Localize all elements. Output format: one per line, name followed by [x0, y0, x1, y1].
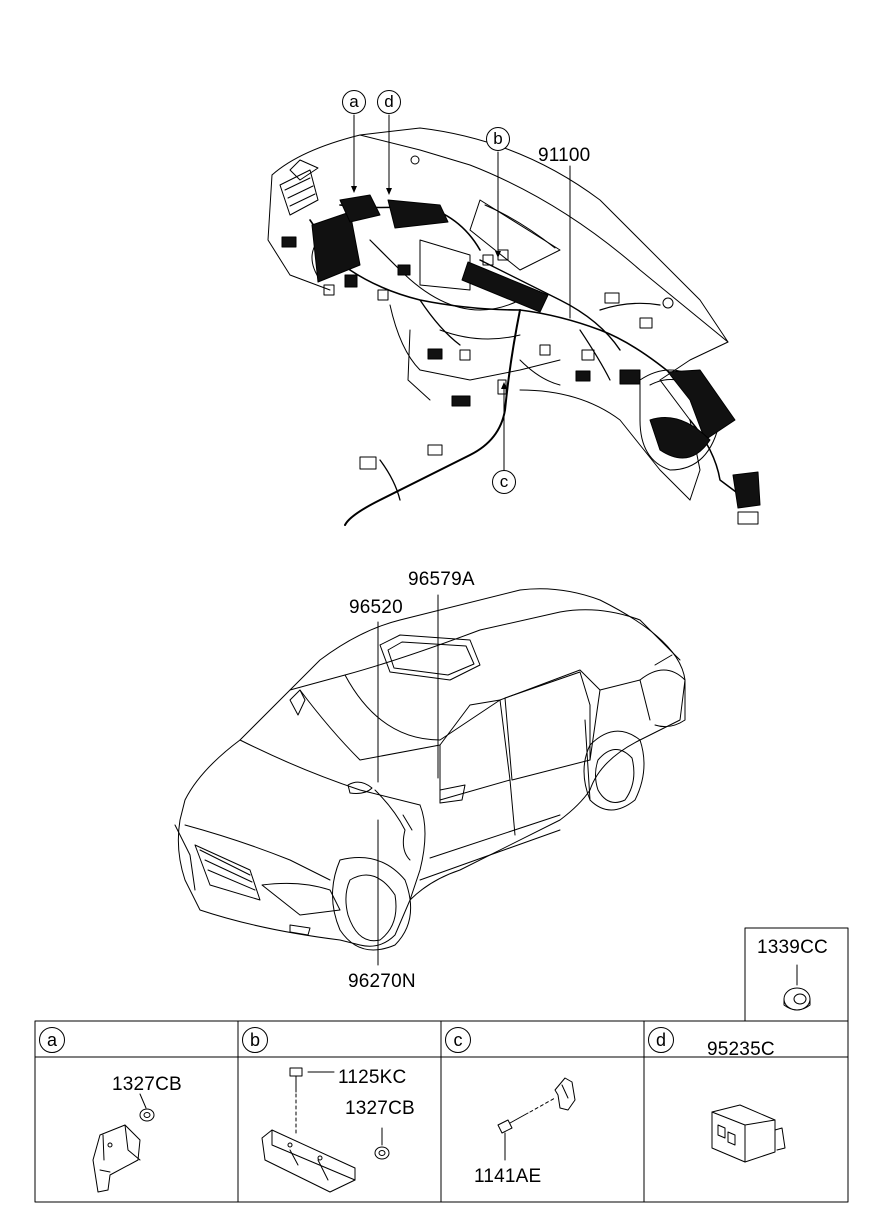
main-harness-part-label: 91100 [538, 145, 591, 166]
bracket-c-drawing [497, 1077, 576, 1161]
detail-table-grid [34, 1020, 849, 1203]
callout-b-marker: b [486, 127, 510, 151]
bracket-a-drawing [92, 1093, 155, 1193]
detail-b-bolt-label: 1125KC [338, 1067, 407, 1088]
antenna-cable-part-label: 96579A [408, 569, 475, 590]
car-leaders [377, 594, 439, 966]
harness-blocks [281, 194, 761, 509]
harness-connectors [323, 155, 759, 525]
antenna-module-part-label: 96520 [349, 597, 403, 618]
relay-part-label: 95235C [707, 1039, 775, 1060]
detail-b-nut-label: 1327CB [345, 1098, 415, 1119]
leader-arrowheads [351, 186, 507, 389]
callout-a-marker: a [342, 90, 366, 114]
relay-d-drawing [711, 1104, 786, 1163]
detail-c-marker: c [445, 1027, 471, 1053]
detail-b-marker: b [242, 1027, 268, 1053]
detail-a-nut-label: 1327CB [112, 1074, 182, 1095]
callout-d-marker: d [377, 90, 401, 114]
dashboard-leaders [353, 114, 571, 477]
detail-d-marker: d [648, 1027, 674, 1053]
bracket-b-drawing [261, 1067, 390, 1193]
callout-c-marker: c [492, 470, 516, 494]
bottom-part-label: 96270N [348, 971, 416, 992]
detail-c-bolt-label: 1141AE [474, 1166, 542, 1187]
detail-a-marker: a [39, 1027, 65, 1053]
grommet-part-label: 1339CC [757, 937, 828, 958]
car-drawing [174, 588, 686, 951]
